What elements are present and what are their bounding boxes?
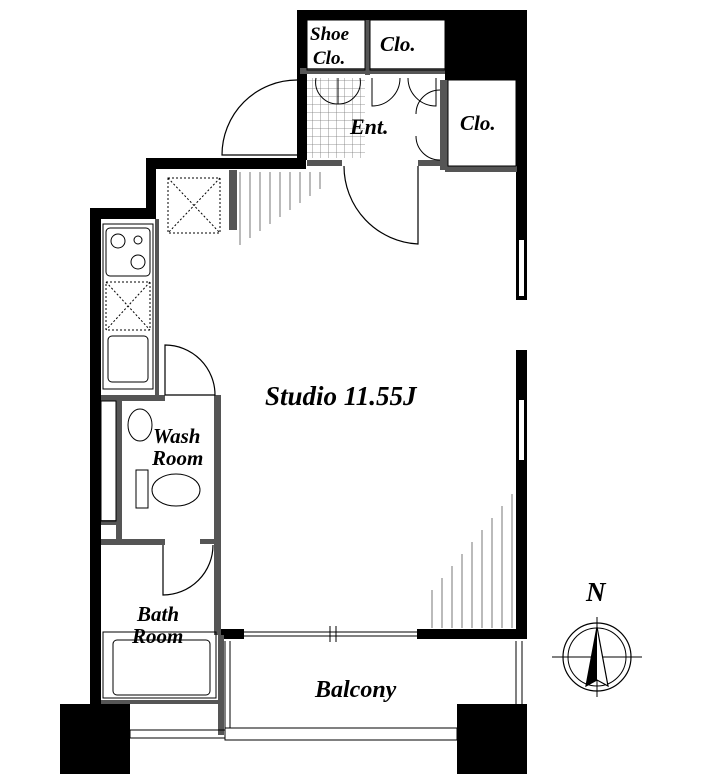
entrance-tile-floor: [302, 78, 365, 158]
shoe-closet-label-line2: Clo.: [313, 48, 345, 69]
compass-north-label: N: [585, 577, 607, 607]
balcony: [129, 626, 523, 741]
bathtub: [102, 631, 217, 699]
bath-room-label-line2: Room: [131, 624, 183, 648]
studio-label: Studio 11.55J: [265, 381, 418, 411]
refrigerator-space: [167, 177, 221, 234]
entrance-label: Ent.: [349, 114, 389, 139]
wash-room-label-line1: Wash: [153, 424, 200, 448]
bath-room-label-line1: Bath: [136, 602, 179, 626]
shoe-closet-label-line1: Shoe: [310, 24, 350, 45]
doors: [162, 79, 419, 596]
entrance-walls: [297, 20, 517, 172]
closet-top-label: Clo.: [380, 32, 416, 56]
exterior-walls: [60, 10, 527, 774]
hatch-lines-top: [239, 172, 321, 245]
balcony-label: Balcony: [314, 677, 397, 703]
kitchen: [102, 223, 154, 390]
interior-partitions: [101, 170, 237, 735]
closets: [306, 19, 517, 167]
hatch-lines-bottom: [431, 494, 513, 628]
wash-room-label-line2: Room: [151, 446, 203, 470]
wash-room-fixtures: [100, 400, 201, 522]
compass: N: [552, 577, 642, 697]
closet-right-label: Clo.: [460, 111, 496, 135]
